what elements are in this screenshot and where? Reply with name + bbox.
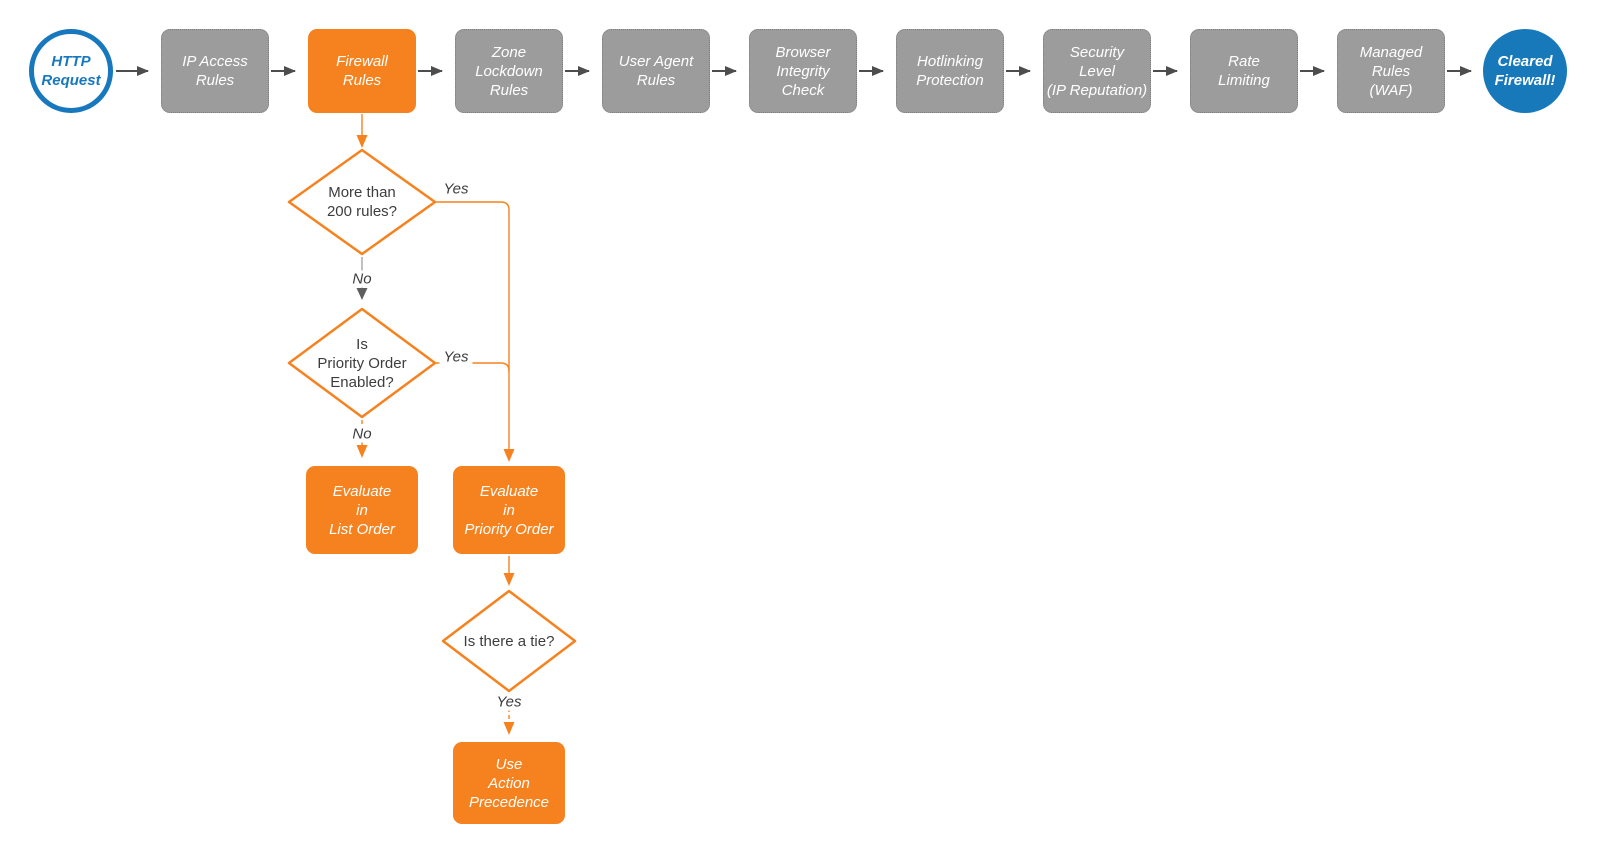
step-user-agent-rules: User Agent Rules: [602, 29, 710, 113]
step-label: Hotlinking Protection: [916, 53, 984, 89]
decision-tie-question: Is there a tie?: [463, 632, 555, 650]
edge-label-no-priority-enabled: No: [348, 425, 376, 443]
step-label: IP Access Rules: [182, 53, 248, 89]
outcome-use-action-precedence: Use Action Precedence: [453, 742, 565, 824]
step-label: Zone Lockdown Rules: [475, 43, 543, 99]
step-firewall-rules: Firewall Rules: [308, 29, 416, 113]
outcome-evaluate-priority-order: Evaluate in Priority Order: [453, 466, 565, 554]
step-label: User Agent Rules: [618, 53, 694, 89]
decision-diamond-more-than-200: [287, 148, 437, 256]
step-label: Browser Integrity Check: [775, 43, 831, 99]
step-hotlinking-protection: Hotlinking Protection: [896, 29, 1004, 113]
start-node-http-request: HTTP Request: [29, 29, 113, 113]
step-label: Firewall Rules: [336, 53, 388, 89]
step-security-level: Security Level (IP Reputation): [1043, 29, 1151, 113]
edge-label-yes-priority-enabled: Yes: [439, 348, 473, 366]
connector-yes-decision2-join: [435, 362, 510, 372]
connector-yes-decision1-to-priority-order: [435, 201, 515, 462]
edge-label-no-more-than-200: No: [348, 270, 376, 288]
step-label: Security Level (IP Reputation): [1046, 43, 1148, 99]
decision-diamond-priority-enabled: [287, 307, 437, 419]
step-ip-access-rules: IP Access Rules: [161, 29, 269, 113]
edge-label-yes-tie: Yes: [492, 693, 526, 711]
decision-priority-enabled-question: Is Priority Order Enabled?: [317, 335, 407, 391]
decision-more-than-200-question: More than 200 rules?: [326, 184, 398, 220]
step-label: Managed Rules (WAF): [1359, 43, 1423, 99]
step-label: Rate Limiting: [1218, 53, 1270, 89]
outcome-label: Evaluate in List Order: [329, 482, 395, 538]
decision-diamond-tie: [441, 589, 577, 693]
step-rate-limiting: Rate Limiting: [1190, 29, 1298, 113]
outcome-label: Evaluate in Priority Order: [464, 482, 554, 538]
step-zone-lockdown-rules: Zone Lockdown Rules: [455, 29, 563, 113]
step-managed-rules-waf: Managed Rules (WAF): [1337, 29, 1445, 113]
step-browser-integrity-check: Browser Integrity Check: [749, 29, 857, 113]
end-node-label: Cleared Firewall!: [1494, 53, 1556, 89]
start-node-label: HTTP Request: [41, 53, 101, 89]
outcome-label: Use Action Precedence: [468, 755, 550, 811]
end-node-cleared-firewall: Cleared Firewall!: [1483, 29, 1567, 113]
edge-label-yes-more-than-200: Yes: [439, 180, 473, 198]
outcome-evaluate-list-order: Evaluate in List Order: [306, 466, 418, 554]
